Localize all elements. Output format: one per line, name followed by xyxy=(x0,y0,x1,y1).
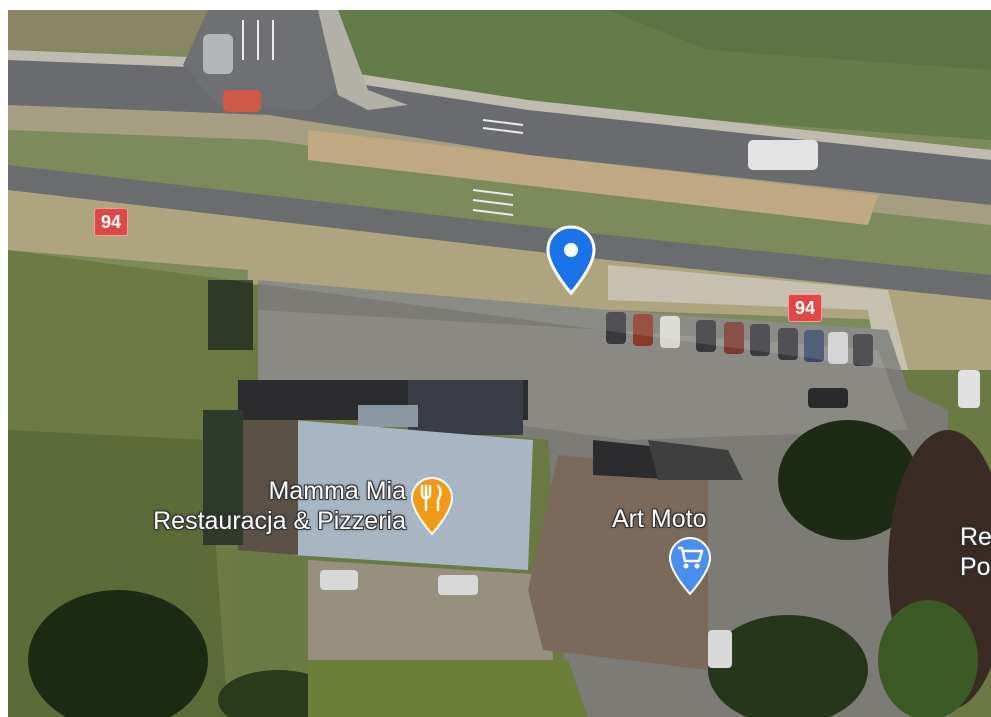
shopping-cart-icon[interactable] xyxy=(668,536,712,598)
road-shield-94[interactable]: 94 xyxy=(788,294,823,322)
location-pin-icon[interactable] xyxy=(546,225,596,297)
place-name-line1: Re xyxy=(960,523,991,551)
place-name-line2: Restauracja & Pizzeria xyxy=(153,507,406,535)
place-name-line1: Mamma Mia xyxy=(268,477,406,505)
satellite-imagery xyxy=(8,10,991,717)
place-label-art-moto[interactable]: Art Moto xyxy=(612,505,707,533)
satellite-map[interactable]: 94 94 Mamma Mia Restauracja & Pizzeria A… xyxy=(8,10,991,717)
place-label-partial[interactable]: Re Po xyxy=(960,522,991,582)
place-name-line2: Po xyxy=(960,553,991,581)
place-label-mamma-mia[interactable]: Mamma Mia Restauracja & Pizzeria xyxy=(78,476,406,536)
road-shield-94[interactable]: 94 xyxy=(94,208,129,236)
restaurant-fork-knife-icon[interactable] xyxy=(410,476,454,538)
